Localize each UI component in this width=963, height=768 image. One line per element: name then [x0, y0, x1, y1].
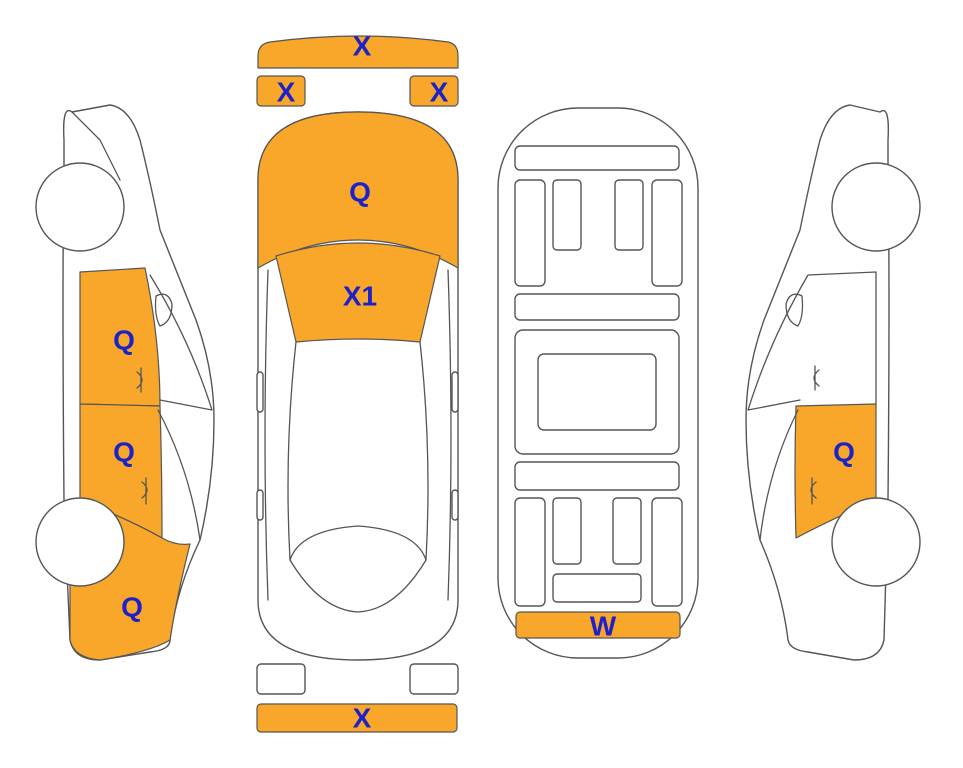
right-front-wheel	[831, 162, 921, 252]
front-left-light-panel[interactable]	[256, 75, 306, 107]
underbody-mid-bar	[514, 293, 680, 321]
underbody-view: W	[497, 107, 699, 659]
windshield-label: X1	[343, 281, 377, 312]
left-side-window-line	[149, 274, 213, 541]
underbody-front-bar	[514, 145, 680, 171]
underbody-front-rail-left	[514, 179, 546, 287]
left-rear-door-label: Q	[113, 437, 135, 468]
underbody-rear-rail-left	[514, 497, 546, 607]
underbody-rear-block-right	[612, 497, 642, 565]
rear-right-light	[409, 663, 459, 695]
front-left-light-label: X	[277, 77, 296, 108]
top-rear-window	[289, 525, 427, 561]
underbody-front-block-left	[552, 179, 582, 251]
rear-bumper-label: X	[353, 703, 372, 734]
underbody-rear-cross	[552, 573, 642, 603]
left-rear-quarter-label: Q	[121, 592, 143, 623]
left-rear-wheel	[35, 497, 125, 587]
left-side-front-line	[71, 111, 121, 181]
right-rear-door-label: Q	[833, 437, 855, 468]
left-front-handle-icon	[136, 367, 143, 393]
right-front-handle-icon	[813, 365, 820, 391]
rear-bumper-panel[interactable]	[256, 703, 458, 733]
top-right-mirror	[451, 371, 459, 413]
front-bumper-label: X	[353, 31, 372, 62]
left-front-door-label: Q	[113, 325, 135, 356]
front-bumper-panel[interactable]	[257, 35, 459, 69]
underbody-rear-block-left	[552, 497, 582, 565]
right-side-view: Q	[745, 104, 921, 661]
top-left-rear-handle	[256, 489, 264, 521]
front-right-light-panel[interactable]	[409, 75, 459, 107]
top-view: X X X Q X1 X	[256, 31, 459, 734]
underbody-rear-rail-right	[651, 497, 683, 607]
right-rear-wheel	[831, 497, 921, 587]
top-right-rear-handle	[451, 489, 459, 521]
rear-crossmember-panel[interactable]	[515, 611, 681, 639]
front-right-light-label: X	[430, 77, 449, 108]
right-side-mirror	[785, 293, 804, 327]
underbody-rear-bar	[514, 461, 680, 491]
hood-label: Q	[349, 177, 371, 208]
rear-crossmember-label: W	[590, 611, 617, 642]
rear-left-light	[256, 663, 306, 695]
left-side-mirror	[154, 293, 173, 327]
top-left-mirror	[256, 371, 264, 413]
underbody-front-block-right	[614, 179, 644, 251]
underbody-front-rail-right	[651, 179, 683, 287]
windshield-panel[interactable]	[275, 242, 441, 343]
top-roof-outline	[287, 341, 429, 613]
left-side-view: Q Q Q	[35, 104, 215, 661]
left-rear-handle-icon	[141, 477, 148, 505]
hood-panel[interactable]	[257, 111, 459, 269]
left-front-wheel	[35, 162, 125, 252]
top-side-right-line	[447, 269, 452, 601]
underbody-center-plate	[537, 353, 657, 431]
right-side-window-line	[747, 271, 877, 541]
right-rear-handle-icon	[810, 477, 817, 505]
top-side-left-line	[264, 269, 269, 601]
